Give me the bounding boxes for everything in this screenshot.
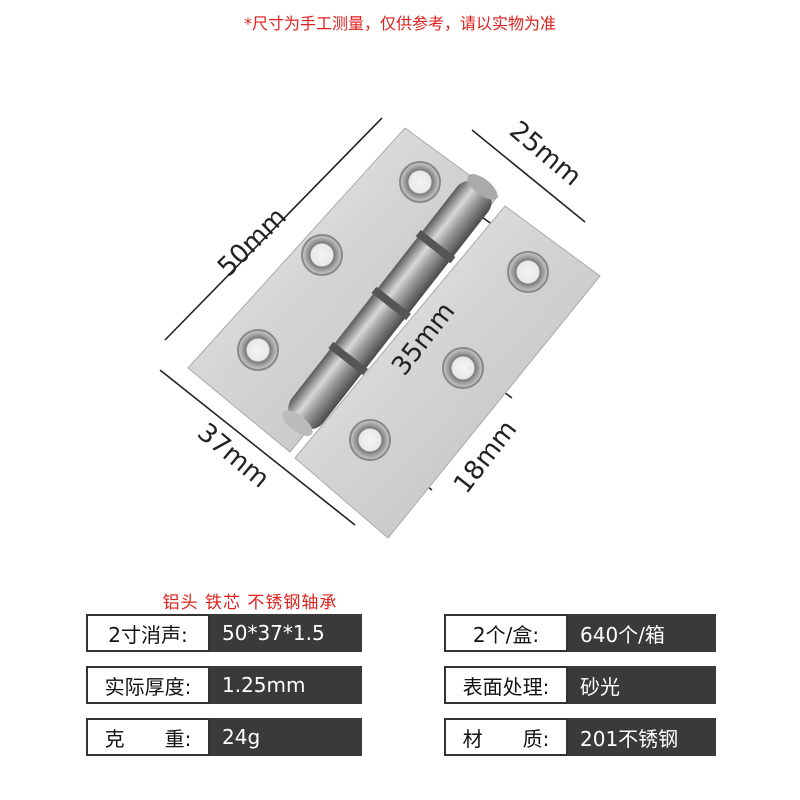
- spec-label: 实际厚度:: [86, 666, 210, 704]
- hinge-barrel: [282, 174, 498, 436]
- spec-value: 24g: [210, 718, 362, 756]
- spec-value: 50*37*1.5: [210, 614, 362, 652]
- spec-label: 克 重:: [86, 718, 210, 756]
- feature-caption: 铝头 铁芯 不锈钢轴承: [162, 593, 338, 613]
- spec-label: 表面处理:: [444, 666, 568, 704]
- screw-holes: [237, 161, 549, 461]
- spec-row-thickness: 实际厚度: 1.25mm: [86, 666, 362, 704]
- disclaimer-notice: *尺寸为手工测量，仅供参考，请以实物为准: [243, 14, 556, 33]
- spec-row-weight: 克 重: 24g: [86, 718, 362, 756]
- spec-label: 2寸消声:: [86, 614, 210, 652]
- spec-label: 2个/盒:: [444, 614, 568, 652]
- spec-row-size: 2寸消声: 50*37*1.5: [86, 614, 362, 652]
- spec-value: 640个/箱: [568, 614, 716, 652]
- hinge-left-leaf: [187, 127, 499, 453]
- spec-value: 1.25mm: [210, 666, 362, 704]
- dimension-leaf-width-label: 25mm: [503, 115, 586, 192]
- hinge-product-image: 50mm 37mm 25mm 35mm 18mm: [159, 115, 601, 539]
- spec-value: 201不锈钢: [568, 718, 716, 756]
- spec-row-packing: 2个/盒: 640个/箱: [444, 614, 716, 652]
- spec-value: 砂光: [568, 666, 716, 704]
- spec-label: 材 质:: [444, 718, 568, 756]
- spec-row-finish: 表面处理: 砂光: [444, 666, 716, 704]
- spec-row-material: 材 质: 201不锈钢: [444, 718, 716, 756]
